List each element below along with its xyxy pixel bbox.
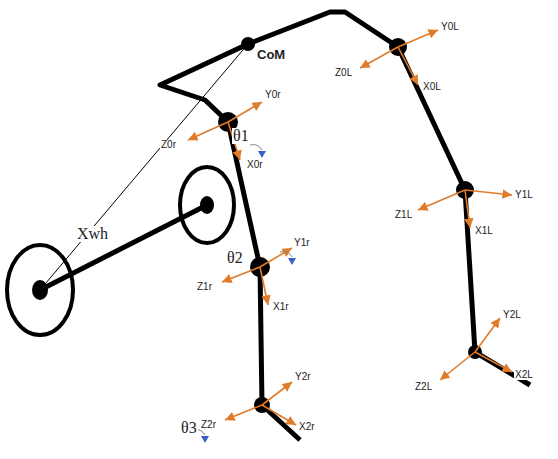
joint-angle: θ2	[226, 250, 244, 266]
axis-label: Z1L	[394, 210, 413, 220]
axis-label: Z2L	[414, 382, 433, 392]
axis-label: X2L	[514, 370, 534, 380]
axis-label: X0r	[246, 160, 264, 170]
axis-label: Z0r	[160, 140, 177, 150]
axis-label: Z1r	[196, 282, 213, 292]
axis-label: Z0L	[334, 68, 353, 78]
axis-label: Y1L	[514, 190, 534, 200]
axis-label: X1r	[272, 302, 290, 312]
distance-label: Xwh	[76, 226, 109, 242]
axis-label: Y2r	[294, 372, 312, 382]
axis-label: Y0r	[264, 90, 282, 100]
axis-label: Z2r	[200, 420, 217, 430]
axis-label: Y1r	[293, 238, 311, 248]
com-label: CoM	[256, 48, 286, 61]
axis-label: Y2L	[502, 310, 522, 320]
axis-label: X2r	[298, 422, 316, 432]
joint-angle: θ1	[232, 128, 250, 144]
axis-label: X1L	[474, 226, 494, 236]
axis-label: Y0L	[440, 22, 460, 32]
joint-angle: θ3	[180, 420, 198, 436]
axis-label: X0L	[422, 82, 442, 92]
